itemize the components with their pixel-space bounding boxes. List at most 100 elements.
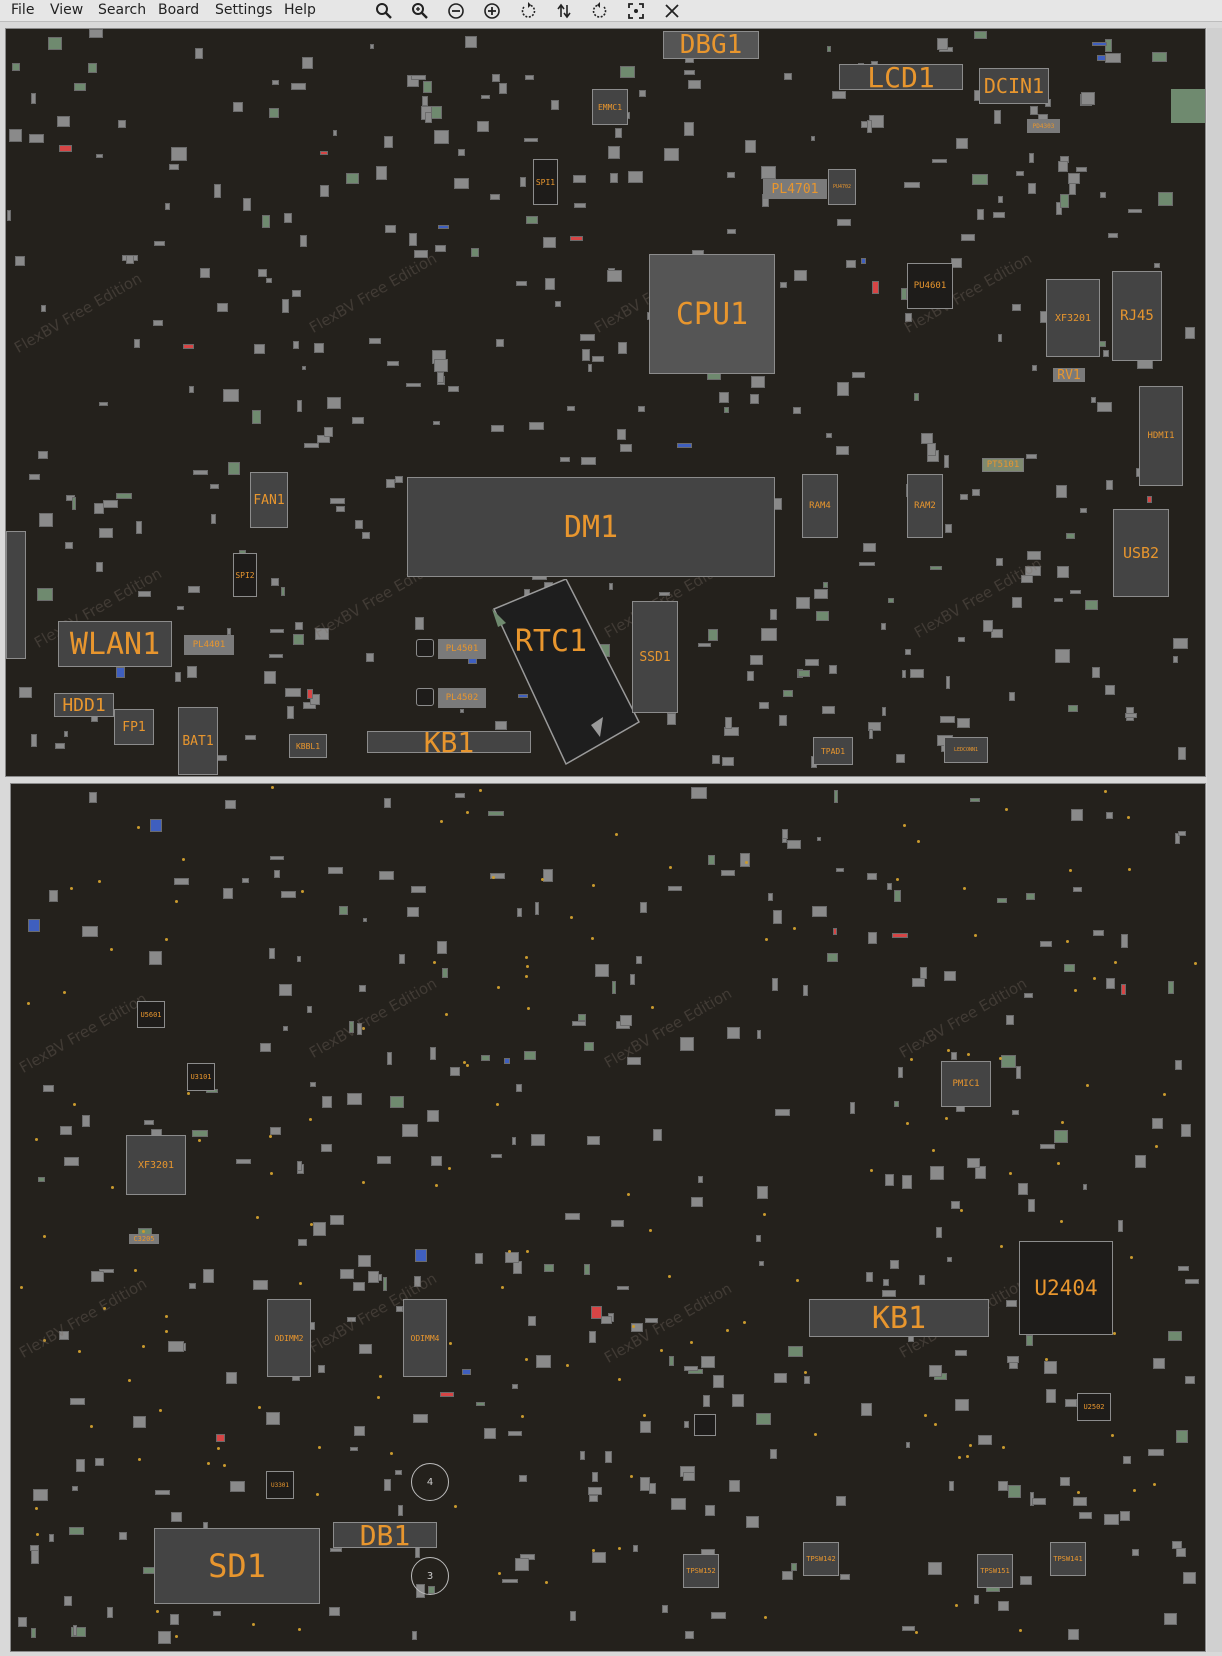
component-pl4501[interactable]: PL4501 (438, 639, 486, 659)
smd-pad (1060, 1477, 1070, 1486)
component-tpsw141[interactable]: TPSW141 (1050, 1542, 1086, 1576)
component-u5601[interactable]: U5601 (137, 1001, 165, 1028)
decrease-button[interactable] (444, 0, 468, 22)
via (138, 1458, 141, 1461)
component-pd4303[interactable]: PD4303 (1027, 119, 1060, 133)
menu-file[interactable]: File (11, 2, 35, 18)
component-fan1[interactable]: FAN1 (250, 472, 288, 528)
fit-view-button[interactable] (624, 0, 648, 22)
smd-pad (698, 643, 711, 647)
smd-pad (41, 305, 46, 312)
component-tpad1[interactable]: TPAD1 (813, 737, 853, 765)
component-rtc1[interactable]: RTC1 (514, 623, 588, 659)
zoom-out-button[interactable] (372, 0, 396, 22)
component-pu4702[interactable]: PU4702 (828, 169, 856, 205)
smd-pad (1092, 42, 1107, 46)
component-u2502[interactable]: U2502 (1077, 1393, 1111, 1421)
smd-pad (495, 721, 507, 730)
via (1155, 1145, 1158, 1148)
menu-search[interactable]: Search (98, 2, 147, 18)
smd-pad (524, 1051, 536, 1060)
rotate-right-button[interactable] (588, 0, 612, 22)
smd-pad (832, 91, 846, 99)
component-dm1[interactable]: DM1 (407, 477, 775, 577)
component-dbg1[interactable]: DBG1 (663, 30, 759, 60)
via (207, 1462, 210, 1465)
flip-button[interactable] (552, 0, 576, 22)
menu-help[interactable]: Help (284, 2, 316, 18)
smd-pad (570, 1611, 576, 1621)
zoom-in-button[interactable] (408, 0, 432, 22)
component-ledconn1[interactable]: LEDCONN1 (944, 737, 988, 763)
via (43, 1339, 46, 1342)
via (433, 961, 436, 964)
component-pl4502[interactable]: PL4502 (438, 688, 486, 708)
menu-settings[interactable]: Settings (215, 2, 273, 18)
smd-pad (946, 676, 950, 689)
component-rv1[interactable]: RV1 (1053, 368, 1085, 383)
board-view-top[interactable]: FlexBV Free Edition FlexBV Free Edition … (5, 28, 1206, 777)
side-connector[interactable] (6, 531, 26, 659)
smd-pad (1081, 92, 1095, 105)
component-spi1[interactable]: SPI1 (533, 159, 558, 205)
component-sd1[interactable]: SD1 (154, 1528, 320, 1604)
via (1153, 1483, 1156, 1486)
vertical-scrollbar[interactable] (1207, 28, 1222, 1652)
component-rj45[interactable]: RJ45 (1112, 271, 1162, 361)
component-xf3201-bottom[interactable]: XF3201 (126, 1135, 186, 1195)
component-lcd1[interactable]: LCD1 (839, 61, 963, 94)
component-fp1[interactable]: FP1 (114, 709, 154, 745)
component-u3101[interactable]: U3101 (187, 1063, 215, 1091)
component-pu4601[interactable]: PU4601 (907, 263, 953, 309)
board-view-bottom[interactable]: FlexBV Free Edition FlexBV Free Edition … (10, 783, 1206, 1652)
component-pt5101[interactable]: PT5101 (982, 458, 1024, 472)
component-pmic1[interactable]: PMIC1 (941, 1061, 991, 1107)
component-dcin1[interactable]: DCIN1 (979, 68, 1049, 104)
component-tpsw152[interactable]: TPSW152 (683, 1554, 719, 1588)
smd-pad (216, 1434, 225, 1442)
component-u2404[interactable]: U2404 (1019, 1241, 1113, 1335)
rotate-left-button[interactable] (516, 0, 540, 22)
component-ram4[interactable]: RAM4 (802, 474, 838, 538)
component-xf3201[interactable]: XF3201 (1046, 279, 1100, 357)
smd-pad (347, 1093, 362, 1105)
component-ssd1[interactable]: SSD1 (632, 601, 678, 713)
component-tpsw151[interactable]: TPSW151 (977, 1554, 1013, 1588)
component-pl4401[interactable]: PL4401 (184, 635, 234, 655)
menu-view[interactable]: View (50, 2, 84, 18)
component-wlan1[interactable]: WLAN1 (58, 621, 172, 667)
smd-pad (379, 871, 394, 880)
component-odimm4[interactable]: ODIMM4 (403, 1299, 447, 1377)
smd-pad (866, 1272, 873, 1282)
component-hdd1[interactable]: HDD1 (54, 693, 114, 717)
via (1194, 962, 1197, 965)
component-tpsw142[interactable]: TPSW142 (803, 1542, 839, 1576)
component-kbbl1[interactable]: KBBL1 (289, 734, 327, 758)
component-emmc1[interactable]: EMMC1 (592, 89, 628, 125)
component-kb1-top[interactable]: KB1 (367, 726, 531, 759)
component-usb2[interactable]: USB2 (1113, 509, 1169, 597)
component-cpu1[interactable]: CPU1 (649, 254, 775, 374)
close-button[interactable] (660, 0, 684, 22)
component-kb1-bottom[interactable]: KB1 (809, 1299, 989, 1337)
increase-button[interactable] (480, 0, 504, 22)
smd-pad (727, 172, 735, 178)
smd-pad (226, 1372, 237, 1384)
component-u3301[interactable]: U3301 (266, 1471, 294, 1499)
component-ram2[interactable]: RAM2 (907, 474, 943, 538)
component-spi2[interactable]: SPI2 (233, 553, 257, 597)
component-c3205[interactable]: C3205 (129, 1234, 159, 1244)
component-pl4701[interactable]: PL4701 (763, 179, 827, 199)
smd-pad (402, 1124, 418, 1137)
component-db1[interactable]: DB1 (333, 1519, 437, 1552)
component-odimm2[interactable]: ODIMM2 (267, 1299, 311, 1377)
smd-pad (1054, 598, 1063, 602)
smd-pad (1176, 1548, 1186, 1557)
smd-pad (667, 713, 676, 725)
via (128, 1379, 131, 1382)
component-hdmi1[interactable]: HDMI1 (1139, 386, 1183, 486)
component-bat1[interactable]: BAT1 (178, 707, 218, 775)
smd-pad (1106, 978, 1115, 989)
smd-pad (620, 66, 635, 78)
menu-board[interactable]: Board (158, 2, 200, 18)
